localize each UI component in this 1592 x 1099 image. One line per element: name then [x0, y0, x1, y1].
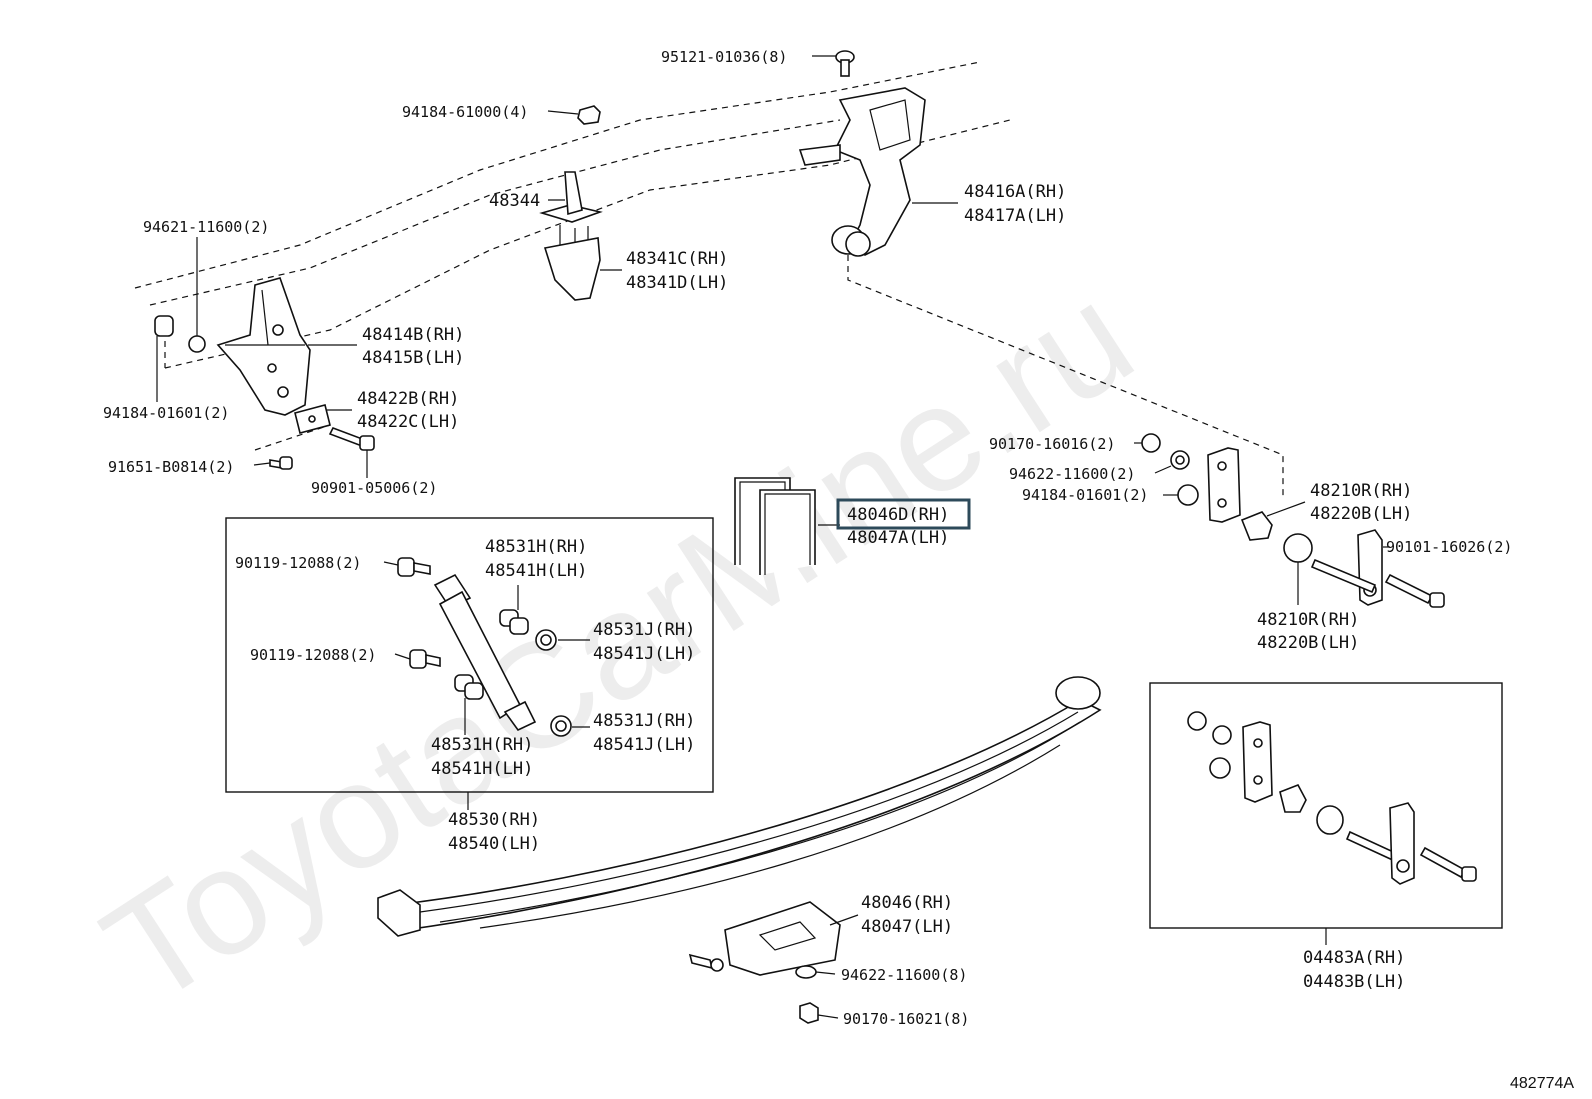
- u-bolts-48046d[interactable]: [734, 477, 816, 575]
- shock-bolt-lower[interactable]: [409, 649, 441, 669]
- label-94622-seat[interactable]: 94622-11600(8): [841, 966, 967, 984]
- label-91651[interactable]: 91651-B0814(2): [108, 458, 234, 476]
- leaf-spring[interactable]: [377, 676, 1102, 937]
- label-48422c[interactable]: 48422C(LH): [357, 412, 459, 432]
- label-48541h-lower[interactable]: 48541H(LH): [431, 759, 533, 779]
- shock-bolt-upper[interactable]: [397, 557, 431, 577]
- label-48422b[interactable]: 48422B(RH): [357, 389, 459, 409]
- bumper-bracket-48344[interactable]: [539, 171, 603, 223]
- label-90119-upper[interactable]: 90119-12088(2): [235, 554, 361, 572]
- label-95121[interactable]: 95121-01036(8): [661, 48, 787, 66]
- label-48531h-upper[interactable]: 48531H(RH): [485, 537, 587, 557]
- label-94621[interactable]: 94621-11600(2): [143, 218, 269, 236]
- plate-48422[interactable]: [294, 404, 331, 434]
- label-90101[interactable]: 90101-16026(2): [1386, 538, 1512, 556]
- label-48415b[interactable]: 48415B(LH): [362, 348, 464, 368]
- label-48210r-lower[interactable]: 48210R(RH): [1257, 610, 1359, 630]
- label-90170-16016[interactable]: 90170-16016(2): [989, 435, 1115, 453]
- label-90901[interactable]: 90901-05006(2): [311, 479, 437, 497]
- label-04483b[interactable]: 04483B(LH): [1303, 972, 1405, 992]
- label-94184-61000[interactable]: 94184-61000(4): [402, 103, 528, 121]
- label-48046[interactable]: 48046(RH): [861, 893, 953, 913]
- highlight-box: [836, 498, 971, 530]
- label-48344[interactable]: 48344: [489, 191, 540, 211]
- label-48541j-upper[interactable]: 48541J(LH): [593, 644, 695, 664]
- washer-94622-8[interactable]: [795, 965, 817, 979]
- label-48047[interactable]: 48047(LH): [861, 917, 953, 937]
- label-48530[interactable]: 48530(RH): [448, 810, 540, 830]
- shock-absorber[interactable]: [433, 573, 537, 732]
- shackle-bushing-upper[interactable]: [1240, 511, 1273, 541]
- label-48047a[interactable]: 48047A(LH): [847, 528, 949, 548]
- label-04483a[interactable]: 04483A(RH): [1303, 948, 1405, 968]
- shackle-nuts[interactable]: [1141, 433, 1199, 506]
- bolt-90901[interactable]: [328, 426, 375, 451]
- label-90170-16021[interactable]: 90170-16021(8): [843, 1010, 969, 1028]
- label-48541h-upper[interactable]: 48541H(LH): [485, 561, 587, 581]
- label-48531h-lower[interactable]: 48531H(RH): [431, 735, 533, 755]
- label-48541j-lower[interactable]: 48541J(LH): [593, 735, 695, 755]
- front-hanger-bracket[interactable]: [216, 277, 311, 416]
- label-48417a[interactable]: 48417A(LH): [964, 206, 1066, 226]
- part-labels: 95121-01036(8) 94184-61000(4) 48344 4841…: [103, 48, 1512, 1028]
- label-94622-shackle[interactable]: 94622-11600(2): [1009, 465, 1135, 483]
- label-48341c[interactable]: 48341C(RH): [626, 249, 728, 269]
- label-94184-01601-shackle[interactable]: 94184-01601(2): [1022, 486, 1148, 504]
- shackle-kit[interactable]: [1187, 711, 1477, 885]
- label-48220b-lower[interactable]: 48220B(LH): [1257, 633, 1359, 653]
- shackle-plate-front[interactable]: [1207, 447, 1241, 523]
- shock-washers[interactable]: [535, 629, 572, 737]
- bolt-95121[interactable]: [835, 50, 855, 77]
- label-48046d[interactable]: 48046D(RH): [847, 505, 949, 525]
- label-48414b[interactable]: 48414B(RH): [362, 325, 464, 345]
- label-48531j-lower[interactable]: 48531J(RH): [593, 711, 695, 731]
- nut-94184-61000[interactable]: [577, 105, 601, 125]
- label-94184-01601-front[interactable]: 94184-01601(2): [103, 404, 229, 422]
- spring-seat-48046[interactable]: [688, 901, 841, 976]
- shock-bushings[interactable]: [454, 609, 529, 700]
- label-48220b-upper[interactable]: 48220B(LH): [1310, 504, 1412, 524]
- figure-id: 482774A: [1510, 1075, 1574, 1092]
- nut-90170-16021[interactable]: [799, 1002, 819, 1024]
- shackle-plate-rear[interactable]: [1357, 529, 1383, 606]
- bumper-48341[interactable]: [543, 225, 601, 301]
- label-48210r-upper[interactable]: 48210R(RH): [1310, 481, 1412, 501]
- rear-hanger-48416[interactable]: [798, 87, 926, 257]
- label-48531j-upper[interactable]: 48531J(RH): [593, 620, 695, 640]
- bolt-91651[interactable]: [269, 456, 293, 470]
- shock-absorber-box: [225, 517, 714, 793]
- bolt-90101[interactable]: [1384, 573, 1445, 608]
- label-48341d[interactable]: 48341D(LH): [626, 273, 728, 293]
- shackle-bushing-lower[interactable]: [1283, 533, 1313, 563]
- label-48540[interactable]: 48540(LH): [448, 834, 540, 854]
- label-90119-lower[interactable]: 90119-12088(2): [250, 646, 376, 664]
- label-48416a[interactable]: 48416A(RH): [964, 182, 1066, 202]
- shackle-pin[interactable]: [1310, 558, 1377, 594]
- leader-lines: [156, 55, 1390, 1019]
